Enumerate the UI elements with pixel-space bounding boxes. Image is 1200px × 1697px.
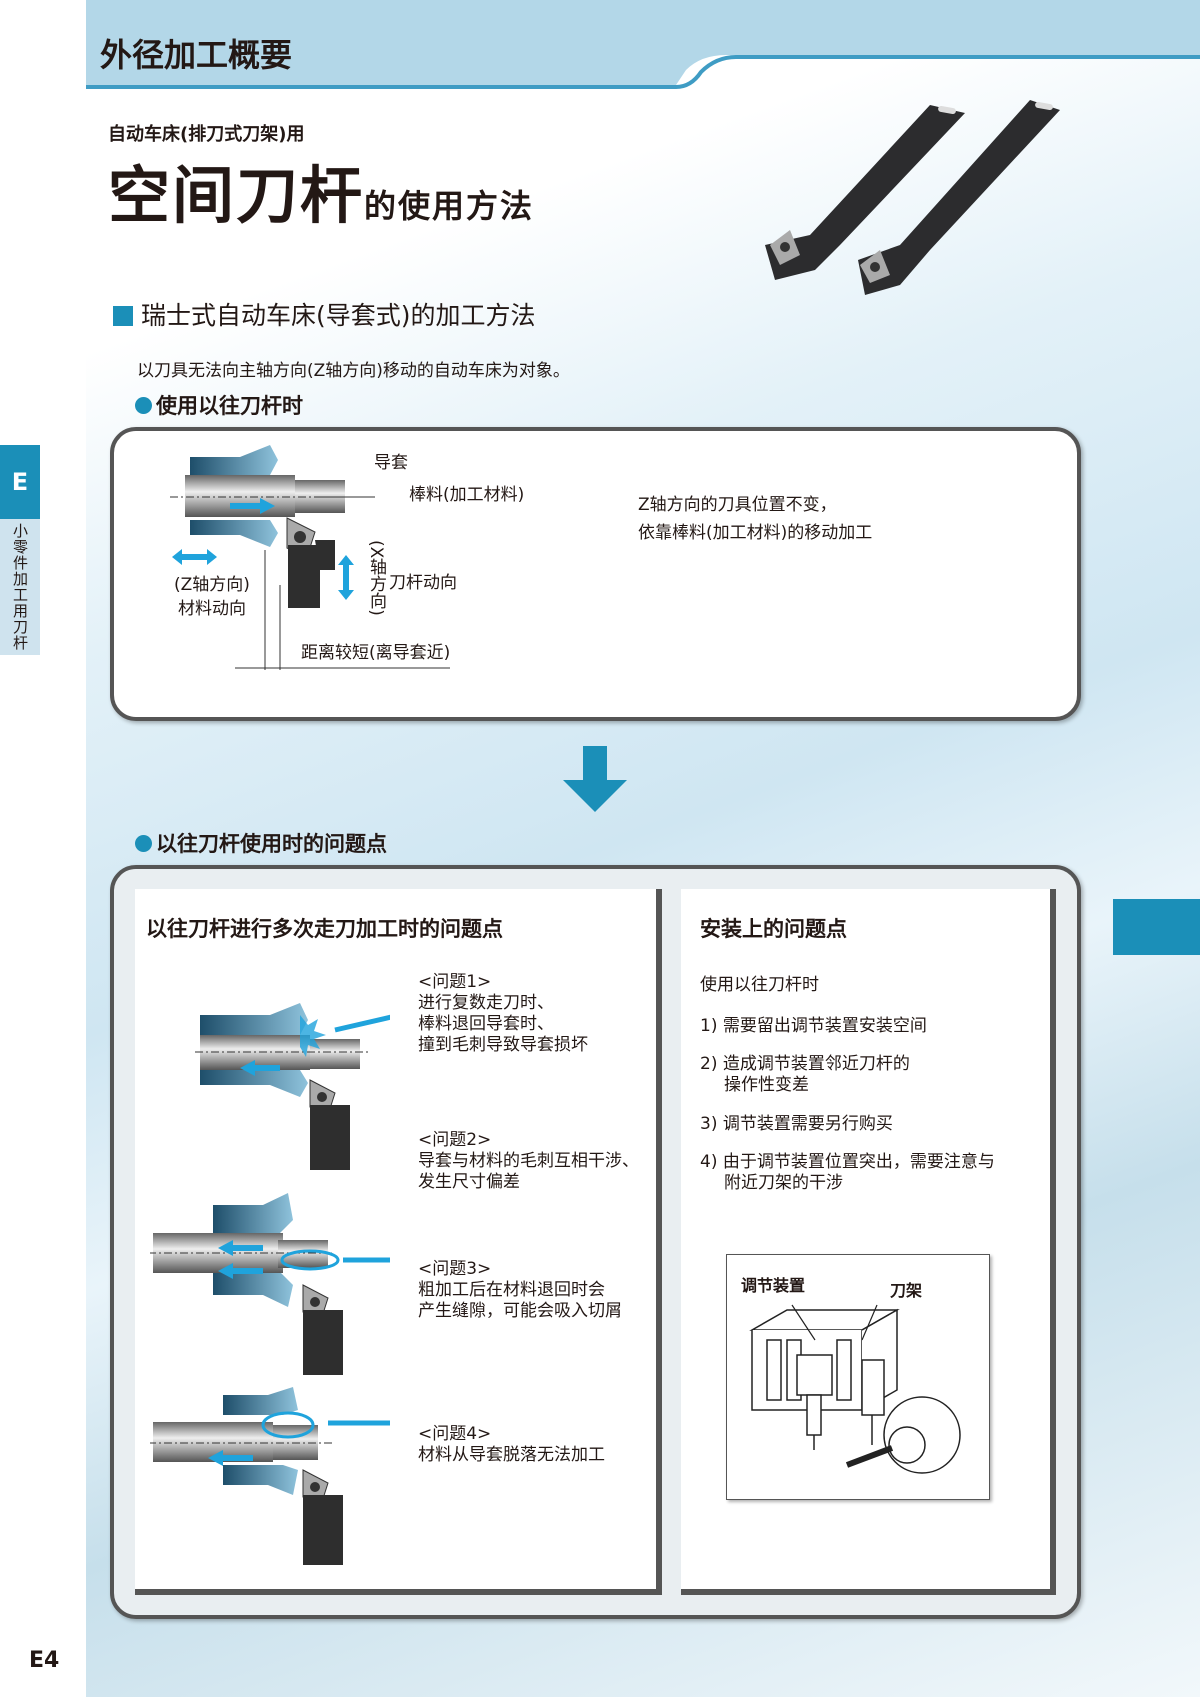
adjuster-line-drawing: [749, 1304, 961, 1474]
sidebar-margin: [0, 0, 86, 1697]
label-distance: 距离较短(离导套近): [301, 643, 451, 663]
item-text: 需要留出调节装置安装空间: [722, 1016, 927, 1036]
page-title: 外径加工概要: [100, 36, 293, 74]
problem-4-label: <问题4>: [418, 1424, 492, 1444]
square-bullet-icon: [113, 306, 133, 326]
adjuster-figure: 调节装置 刀架: [726, 1254, 990, 1500]
problem-1-line: 撞到毛刺导致导套损坏: [418, 1035, 588, 1055]
item-text: 操作性变差: [724, 1075, 809, 1095]
problems-diagrams: [150, 1003, 390, 1565]
problem-1: <问题1>进行复数走刀时、棒料退回导套时、撞到毛刺导致导套损坏: [418, 972, 588, 1056]
problem-1-label: <问题1>: [418, 972, 492, 992]
tool-holder-photo: [765, 100, 1060, 295]
problem-3-label: <问题3>: [418, 1259, 492, 1279]
main-title: 空间刀杆的使用方法: [108, 145, 534, 235]
section-heading-text: 瑞士式自动车床(导套式)的加工方法: [141, 301, 536, 330]
installation-title: 安装上的问题点: [700, 917, 847, 941]
problem-1-line: 棒料退回导套时、: [418, 1014, 554, 1034]
conventional-heading: 使用以往刀杆时: [135, 390, 303, 420]
page-number: E4: [29, 1648, 60, 1673]
problem-3-line: 粗加工后在材料退回时会: [418, 1280, 605, 1300]
header-band: [86, 0, 1200, 89]
item-text: 附近刀架的干涉: [724, 1173, 843, 1193]
problem-3: <问题3>粗加工后在材料退回时会产生缝隙，可能会吸入切屑: [418, 1259, 622, 1322]
installation-item-3: 3) 调节装置需要另行购买: [700, 1114, 893, 1135]
item-text: 造成调节装置邻近刀杆的: [722, 1054, 910, 1074]
label-guide-bush: 导套: [374, 453, 408, 473]
problem-2-label: <问题2>: [418, 1130, 492, 1150]
label-tool-move: 刀杆动向: [389, 573, 457, 593]
item-number: 4): [700, 1152, 718, 1172]
item-number: 2): [700, 1054, 718, 1074]
arrow-down-icon: [563, 746, 627, 812]
item-text: 调节装置需要另行购买: [722, 1114, 893, 1134]
installation-item-1: 1) 需要留出调节装置安装空间: [700, 1016, 927, 1037]
item-number: 1): [700, 1016, 718, 1036]
description-line-1: Z轴方向的刀具位置不变，: [638, 495, 837, 515]
title-main: 空间刀杆: [108, 159, 365, 232]
section-tab-e[interactable]: E: [0, 445, 40, 519]
problems-heading-text: 以往刀杆使用时的问题点: [156, 832, 387, 856]
label-adjuster: 调节装置: [741, 1276, 806, 1295]
label-x-axis: (X轴方向): [366, 540, 386, 616]
installation-intro: 使用以往刀杆时: [700, 975, 819, 995]
bullet-dot-icon: [135, 397, 152, 414]
problem-4-line: 材料从导套脱落无法加工: [418, 1445, 605, 1465]
section-intro: 以刀具无法向主轴方向(Z轴方向)移动的自动车床为对象。: [137, 361, 570, 381]
section-tab-label: 小零件加工用刀杆: [0, 519, 40, 655]
problems-heading: 以往刀杆使用时的问题点: [135, 828, 387, 858]
label-bar: 棒料(加工材料): [409, 485, 525, 505]
subtitle: 自动车床(排刀式刀架)用: [108, 124, 305, 145]
item-number: 3): [700, 1114, 718, 1134]
problem-1-line: 进行复数走刀时、: [418, 993, 554, 1013]
problem-4: <问题4>材料从导套脱落无法加工: [418, 1424, 605, 1466]
right-edge-tab: [1113, 899, 1200, 955]
description-line-2: 依靠棒料(加工材料)的移动加工: [638, 523, 873, 543]
problem-2-line: 导套与材料的毛刺互相干涉、: [418, 1151, 639, 1171]
title-suffix: 的使用方法: [364, 187, 535, 225]
problem-3-line: 产生缝隙，可能会吸入切屑: [418, 1301, 622, 1321]
conventional-diagram: [170, 445, 450, 670]
problem-2: <问题2>导套与材料的毛刺互相干涉、发生尺寸偏差: [418, 1130, 639, 1193]
item-text: 由于调节装置位置突出，需要注意与: [722, 1152, 995, 1172]
section-heading: 瑞士式自动车床(导套式)的加工方法: [113, 296, 536, 332]
conventional-heading-text: 使用以往刀杆时: [156, 394, 303, 418]
multi-pass-title: 以往刀杆进行多次走刀加工时的问题点: [146, 917, 503, 941]
installation-item-4: 4) 由于调节装置位置突出，需要注意与附近刀架的干涉: [700, 1152, 995, 1194]
problem-2-line: 发生尺寸偏差: [418, 1172, 520, 1192]
installation-item-2: 2) 造成调节装置邻近刀杆的操作性变差: [700, 1054, 910, 1096]
label-z-axis: (Z轴方向): [174, 575, 250, 595]
label-material-move: 材料动向: [178, 599, 246, 619]
label-tool-post: 刀架: [890, 1281, 923, 1300]
bullet-dot-icon: [135, 835, 152, 852]
